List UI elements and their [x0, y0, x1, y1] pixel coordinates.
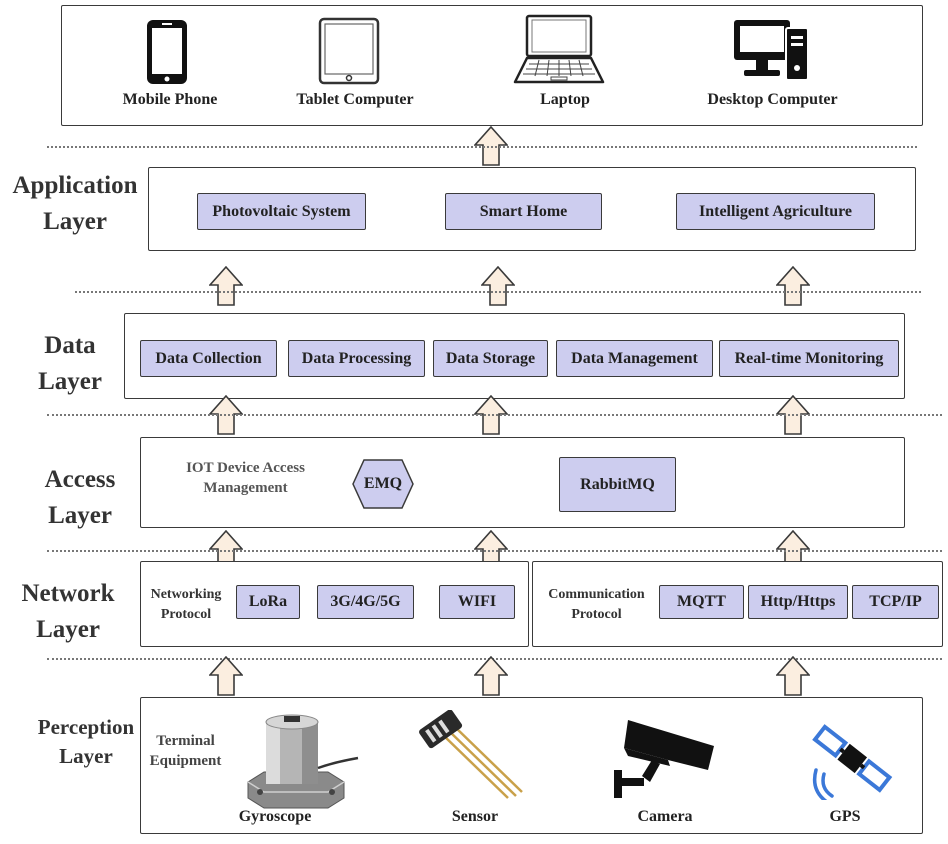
data-item-management: Data Management	[556, 340, 713, 377]
sensor-icon	[419, 710, 523, 799]
application-layer-label-line1: Application	[12, 172, 138, 199]
access-layer-box	[140, 437, 905, 528]
net-item-lora: LoRa	[236, 585, 300, 619]
networking-protocol-line2: Protocol	[160, 607, 212, 622]
terminal-equipment-note: Terminal Equipment	[143, 731, 228, 771]
perception-label-sensor: Sensor	[451, 808, 499, 825]
data-item-storage: Data Storage	[433, 340, 548, 377]
net-item-wifi: WIFI	[439, 585, 515, 619]
access-layer-label-line2: Layer	[48, 502, 112, 529]
network-layer-label: Network Layer	[0, 576, 136, 648]
communication-protocol-note: Communication Protocol	[534, 585, 659, 625]
iot-device-access-note: IOT Device Access Management	[168, 458, 323, 498]
data-item-collection: Data Collection	[140, 340, 277, 377]
comm-item-tcpip: TCP/IP	[852, 585, 939, 619]
perception-layer-label-line2: Layer	[59, 744, 113, 768]
emq-hexagon	[352, 459, 414, 509]
network-layer-label-line1: Network	[21, 580, 115, 607]
gyroscope-icon	[247, 714, 359, 809]
up-arrow	[481, 266, 515, 306]
device-label-laptop: Laptop	[540, 91, 590, 108]
separator	[47, 550, 942, 552]
mobile-phone-icon	[147, 20, 187, 84]
separator	[47, 414, 942, 416]
app-item-intelligent-agriculture: Intelligent Agriculture	[676, 193, 875, 230]
device-label-tablet: Tablet Computer	[296, 91, 414, 108]
device-label-mobile: Mobile Phone	[122, 91, 218, 108]
gps-satellite-icon	[812, 724, 893, 800]
perception-label-gps: GPS	[829, 808, 861, 825]
perception-label-camera: Camera	[637, 808, 693, 825]
perception-layer-label-line1: Perception	[37, 715, 135, 739]
up-arrow	[474, 656, 508, 696]
networking-protocol-note: Networking Protocol	[141, 585, 231, 625]
app-item-smart-home: Smart Home	[445, 193, 602, 230]
up-arrow	[776, 266, 810, 306]
up-arrow	[209, 266, 243, 306]
communication-protocol-line2: Protocol	[571, 607, 622, 622]
data-layer-label: Data Layer	[20, 328, 120, 400]
iot-device-access-line2: Management	[203, 480, 288, 496]
emq-label: EMQ	[363, 475, 403, 492]
perception-layer-label: Perception Layer	[26, 713, 146, 771]
communication-protocol-line1: Communication	[548, 587, 645, 602]
data-layer-label-line1: Data	[44, 332, 96, 359]
separator	[47, 146, 917, 148]
app-item-photovoltaic: Photovoltaic System	[197, 193, 366, 230]
comm-item-http: Http/Https	[748, 585, 848, 619]
terminal-equipment-line1: Terminal	[156, 733, 215, 749]
net-item-3g4g5g: 3G/4G/5G	[317, 585, 414, 619]
separator	[47, 658, 942, 660]
separator	[75, 291, 921, 293]
access-layer-label-line1: Access	[44, 466, 116, 493]
network-layer-label-line2: Layer	[36, 616, 100, 643]
rabbitmq-chip: RabbitMQ	[559, 457, 676, 512]
up-arrow	[776, 656, 810, 696]
device-label-desktop: Desktop Computer	[707, 91, 838, 108]
up-arrow	[209, 656, 243, 696]
data-layer-label-line2: Layer	[38, 368, 102, 395]
application-layer-label: Application Layer	[0, 168, 150, 240]
laptop-icon	[513, 14, 605, 84]
application-layer-label-line2: Layer	[43, 208, 107, 235]
data-item-processing: Data Processing	[288, 340, 425, 377]
terminal-equipment-line2: Equipment	[149, 753, 222, 769]
camera-icon	[614, 720, 714, 798]
perception-label-gyroscope: Gyroscope	[238, 808, 312, 825]
iot-device-access-line1: IOT Device Access	[186, 460, 305, 476]
data-item-realtime-monitoring: Real-time Monitoring	[719, 340, 899, 377]
desktop-computer-icon	[734, 20, 809, 81]
access-layer-label: Access Layer	[20, 462, 140, 534]
tablet-icon	[318, 17, 380, 85]
networking-protocol-line1: Networking	[150, 587, 222, 602]
comm-item-mqtt: MQTT	[659, 585, 744, 619]
